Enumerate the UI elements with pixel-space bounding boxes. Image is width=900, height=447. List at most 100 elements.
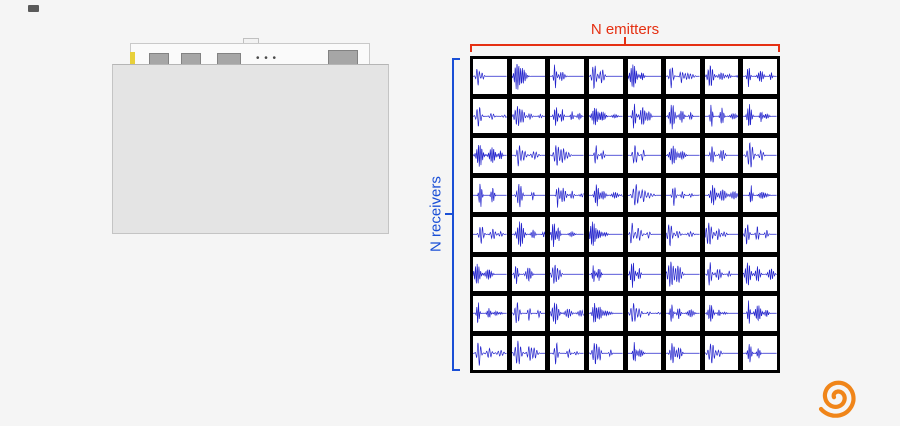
- spiral-logo-path: [818, 380, 856, 418]
- waveform-cell: [704, 217, 739, 252]
- waveform-plot: [743, 142, 777, 168]
- waveform-plot: [511, 265, 546, 284]
- waveform-plot: [473, 342, 507, 366]
- waveform-cell: [473, 296, 507, 331]
- waveform-plot: [627, 64, 662, 88]
- waveform-cell: [704, 59, 739, 94]
- waveform-plot: [550, 302, 584, 325]
- waveform-cell: [743, 335, 777, 370]
- waveform-cell: [627, 98, 662, 133]
- waveform-plot: [704, 222, 739, 245]
- device-body: [112, 64, 389, 234]
- waveform-plot: [550, 223, 584, 247]
- waveform-plot: [704, 104, 739, 127]
- waveform-plot: [743, 300, 777, 324]
- waveform-plot: [588, 184, 623, 206]
- waveform-cell: [550, 177, 584, 212]
- waveform-cell: [666, 256, 700, 291]
- waveform-cell: [588, 217, 623, 252]
- waveform-plot: [666, 261, 700, 286]
- waveform-cell: [666, 138, 700, 173]
- waveform-plot: [588, 302, 623, 323]
- waveform-plot: [473, 145, 507, 167]
- waveform-cell: [743, 138, 777, 173]
- waveform-plot: [704, 65, 739, 87]
- waveform-cell: [588, 296, 623, 331]
- waveform-cell: [627, 335, 662, 370]
- waveform-cell: [627, 256, 662, 291]
- waveform-cell: [743, 177, 777, 212]
- waveform-plot: [550, 341, 584, 364]
- waveform-cell: [473, 59, 507, 94]
- waveform-cell: [627, 138, 662, 173]
- waveform-cell: [550, 256, 584, 291]
- waveform-cell: [511, 138, 546, 173]
- waveform-plot: [511, 105, 546, 126]
- waveform-plot: [666, 104, 700, 129]
- emitters-label: N emitters: [590, 21, 660, 38]
- waveform-cell: [588, 256, 623, 291]
- waveform-cell: [704, 138, 739, 173]
- waveform-plot: [550, 187, 584, 208]
- device-yellow-tab: [130, 52, 135, 65]
- waveform-cell: [743, 98, 777, 133]
- footer-bar: [0, 426, 900, 447]
- waveform-plot: [666, 342, 700, 363]
- waveform-plot: [511, 302, 546, 324]
- waveform-plot: [743, 343, 777, 362]
- waveform-cell: [473, 256, 507, 291]
- waveform-plot: [473, 263, 507, 283]
- waveform-plot: [550, 145, 584, 166]
- waveform-plot: [627, 222, 662, 244]
- waveform-plot: [511, 64, 546, 90]
- waveform-cell: [550, 217, 584, 252]
- waveform-cell: [550, 138, 584, 173]
- waveform-cell: [627, 217, 662, 252]
- waveform-plot: [704, 146, 739, 163]
- waveform-cell: [666, 217, 700, 252]
- waveform-cell: [550, 98, 584, 133]
- waveform-plot: [473, 69, 507, 86]
- waveform-cell: [511, 59, 546, 94]
- waveform-cell: [666, 296, 700, 331]
- waveform-cell: [627, 59, 662, 94]
- waveform-plot: [473, 106, 507, 126]
- waveform-cell: [704, 296, 739, 331]
- waveform-plot: [511, 183, 546, 207]
- waveform-plot: [627, 145, 662, 164]
- waveform-cell: [511, 296, 546, 331]
- waveform-cell: [473, 335, 507, 370]
- waveform-plot: [666, 67, 700, 89]
- waveform-plot: [473, 226, 507, 244]
- waveform-cell: [588, 335, 623, 370]
- device-connector-4: [328, 50, 358, 65]
- waveform-cell: [704, 98, 739, 133]
- waveform-cell: [550, 335, 584, 370]
- waveform-cell: [550, 59, 584, 94]
- waveform-cell: [666, 59, 700, 94]
- waveform-cell: [743, 217, 777, 252]
- waveform-plot: [666, 304, 700, 322]
- emitters-bracket: [470, 44, 780, 52]
- waveform-cell: [511, 177, 546, 212]
- waveform-cell: [704, 256, 739, 291]
- waveform-plot: [666, 145, 700, 165]
- waveform-cell: [743, 256, 777, 291]
- waveform-plot: [627, 341, 662, 361]
- waveform-cell: [550, 296, 584, 331]
- spiral-logo-icon: [818, 380, 856, 418]
- waveform-plot: [743, 224, 777, 245]
- waveform-plot: [704, 261, 739, 285]
- waveform-plot: [588, 221, 623, 246]
- waveform-cell: [627, 296, 662, 331]
- waveform-cell: [743, 296, 777, 331]
- waveform-cell: [666, 98, 700, 133]
- waveform-plot: [550, 64, 584, 89]
- waveform-plot: [743, 103, 777, 126]
- waveform-plot: [511, 145, 546, 167]
- waveform-plot: [704, 343, 739, 363]
- waveform-cell: [743, 59, 777, 94]
- waveform-plot: [473, 302, 507, 324]
- waveform-cell: [511, 335, 546, 370]
